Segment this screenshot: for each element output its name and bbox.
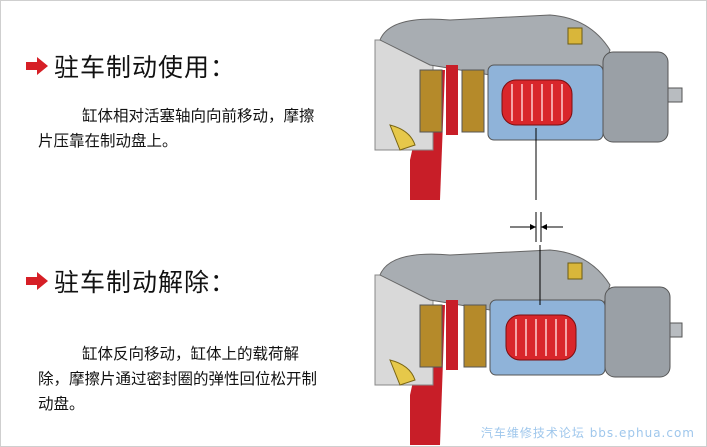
brake-pad-outer — [419, 304, 443, 368]
travel-dimension-marker — [510, 212, 563, 242]
heading-parking-release: 驻车制动解除： — [26, 263, 236, 299]
parking-actuator — [602, 51, 669, 143]
bleed-screw — [567, 262, 583, 280]
brake-pad-inner — [461, 69, 485, 133]
parking-actuator — [604, 286, 671, 378]
body-parking-apply: 缸体相对活塞轴向向前移动，摩擦片压靠在制动盘上。 — [38, 104, 323, 154]
body-parking-release: 缸体反向移动，缸体上的载荷解除，摩擦片通过密封圈的弹性回位松开制动盘。 — [38, 342, 323, 417]
disc-cross-section — [446, 65, 458, 135]
piston — [501, 79, 573, 126]
body-text: 缸体反向移动，缸体上的载荷解除，摩擦片通过密封圈的弹性回位松开制动盘。 — [38, 345, 318, 413]
piston — [505, 314, 577, 361]
heading-text: 驻车制动使用： — [54, 53, 237, 82]
caliper-cutaway-applied — [374, 14, 683, 200]
watermark: 汽车维修技术论坛 bbs.ephua.com — [480, 426, 695, 440]
red-arrow-icon — [26, 272, 48, 290]
brake-pad-inner — [463, 304, 487, 368]
disc-cross-section — [446, 300, 458, 370]
caliper-housing — [379, 249, 611, 316]
brake-pad-outer — [419, 69, 443, 133]
body-text: 缸体相对活塞轴向向前移动，摩擦片压靠在制动盘上。 — [38, 107, 315, 150]
caliper-housing — [379, 14, 611, 81]
caliper-cutaway-released — [374, 245, 683, 445]
red-arrow-icon — [26, 57, 48, 75]
heading-parking-apply: 驻车制动使用： — [26, 48, 236, 84]
bleed-screw — [567, 27, 583, 45]
heading-text: 驻车制动解除： — [54, 268, 237, 297]
